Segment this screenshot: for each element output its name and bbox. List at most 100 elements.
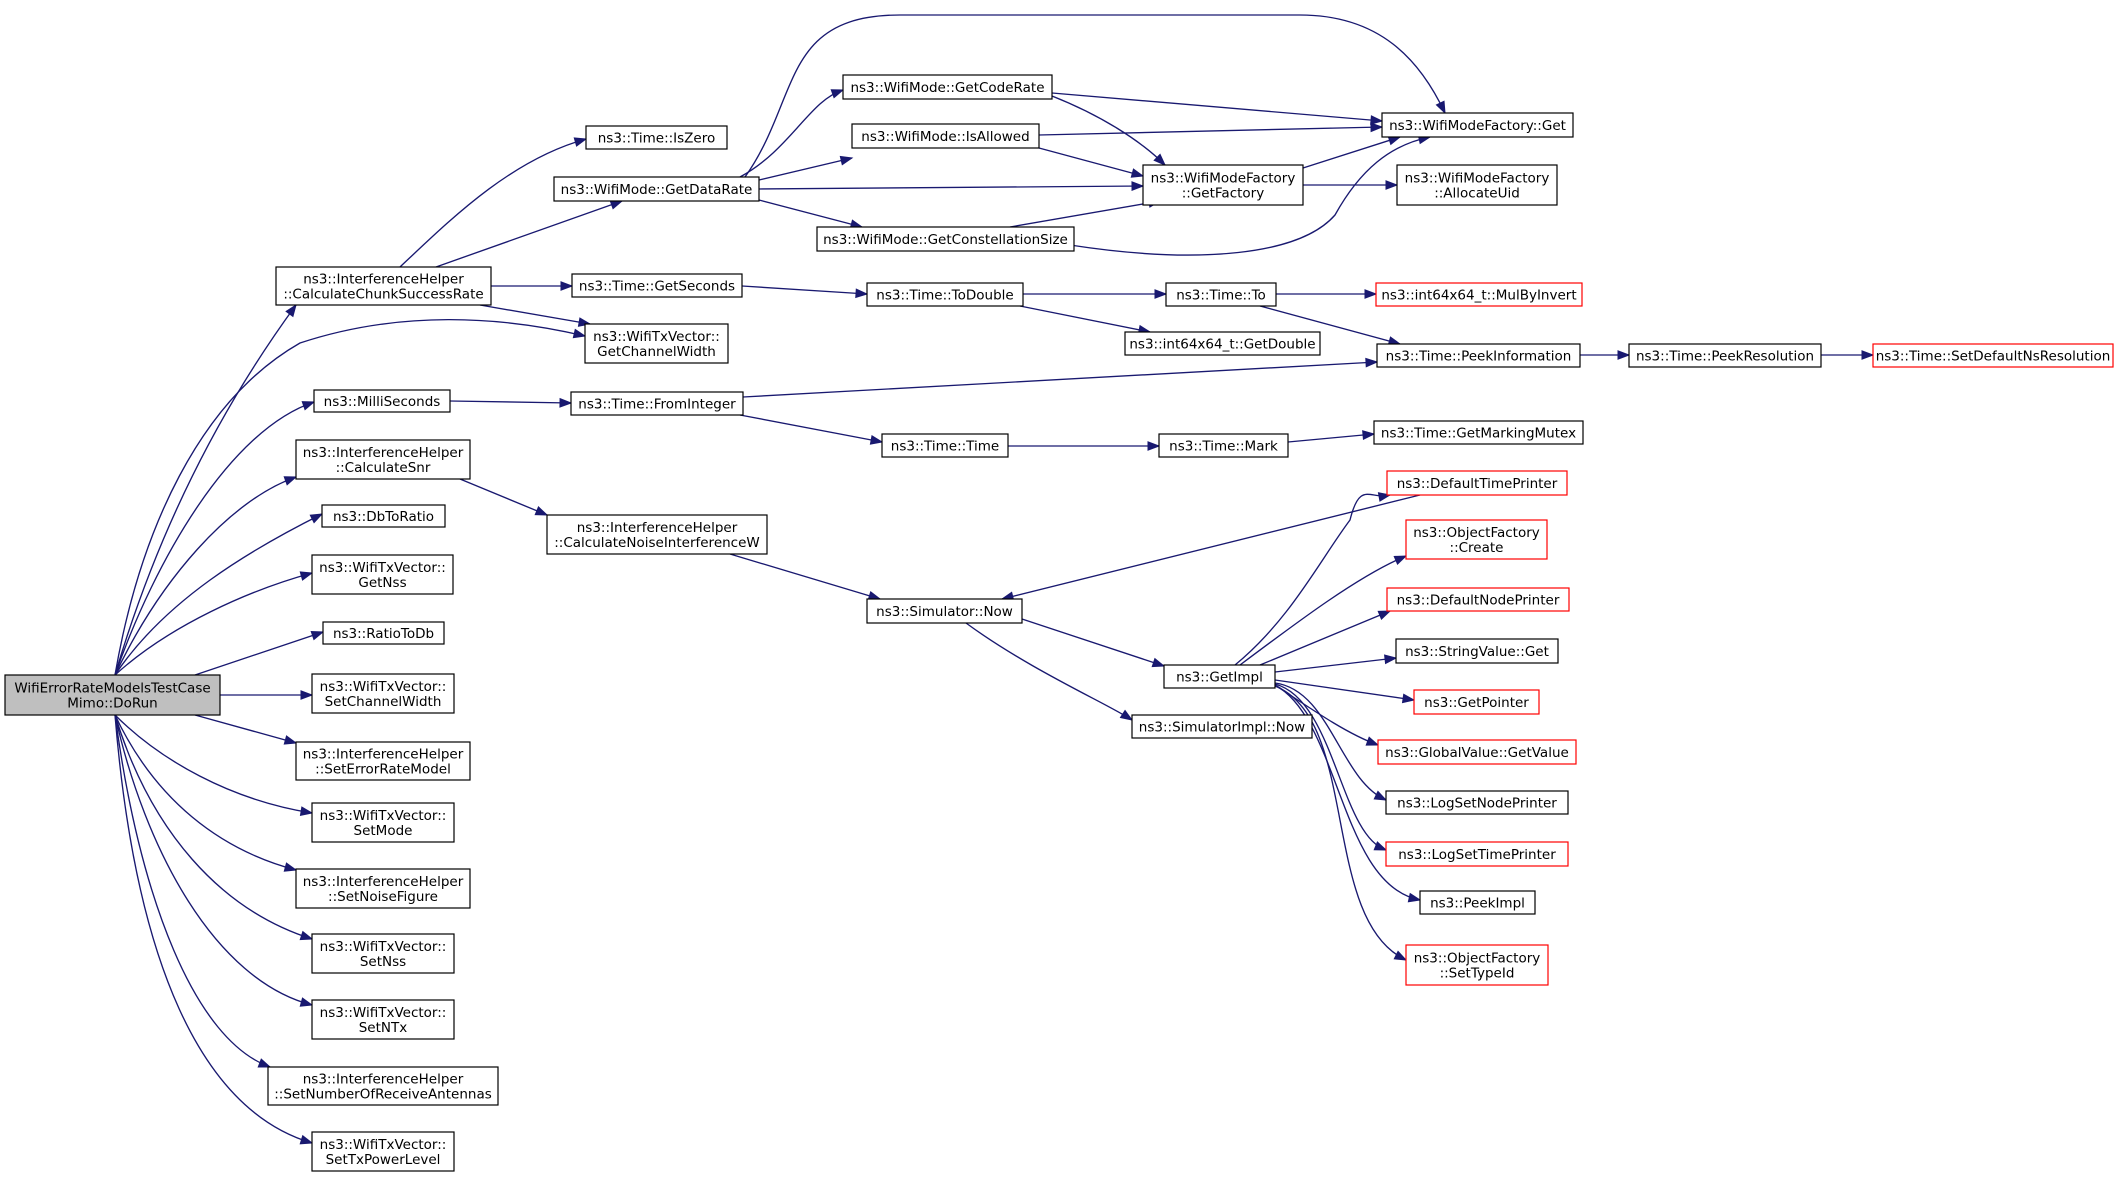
edge-line (114, 714, 271, 1068)
function-node-getNss[interactable]: ns3::WifiTxVector::GetNss (311, 554, 454, 595)
function-node-setDefNsRes[interactable]: ns3::Time::SetDefaultNsResolution (1872, 343, 2114, 368)
node-label: ns3::WifiTxVector:: (593, 329, 720, 345)
node-label: ns3::int64x64_t::MulByInvert (1381, 288, 1576, 304)
node-label: SetNTx (359, 1020, 408, 1036)
call-edge-fromInteger-to-timeTime (739, 414, 884, 445)
function-node-ofSetTypeId[interactable]: ns3::ObjectFactory::SetTypeId (1405, 944, 1549, 986)
node-box (585, 125, 728, 150)
function-node-getMarkingMutex[interactable]: ns3::Time::GetMarkingMutex (1373, 420, 1584, 445)
function-node-defTimePrinter[interactable]: ns3::DefaultTimePrinter (1386, 470, 1568, 496)
function-node-getConstSize[interactable]: ns3::WifiMode::GetConstellationSize (816, 226, 1075, 252)
function-node-getSeconds[interactable]: ns3::Time::GetSeconds (571, 273, 743, 298)
function-node-setNumRx[interactable]: ns3::InterferenceHelper::SetNumberOfRece… (267, 1066, 499, 1106)
node-box (1381, 112, 1574, 138)
function-node-timeMark[interactable]: ns3::Time::Mark (1158, 433, 1289, 458)
function-node-mulByInvert[interactable]: ns3::int64x64_t::MulByInvert (1375, 282, 1583, 307)
function-node-simNow[interactable]: ns3::Simulator::Now (866, 598, 1023, 624)
function-node-fromInteger[interactable]: ns3::Time::FromInteger (570, 391, 744, 416)
function-node-defNodePrinter[interactable]: ns3::DefaultNodePrinter (1386, 587, 1570, 612)
arrowhead (1365, 736, 1380, 746)
call-edge-calcChunk-to-getDataRate (435, 200, 624, 268)
node-box (311, 1131, 455, 1172)
function-node-calcSnr[interactable]: ns3::InterferenceHelper::CalculateSnr (295, 439, 471, 480)
edge-layer (114, 14, 1875, 1145)
function-node-setNTx[interactable]: ns3::WifiTxVector::SetNTx (311, 999, 455, 1040)
function-node-isZero[interactable]: ns3::Time::IsZero (585, 125, 728, 150)
function-node-calcNoise[interactable]: ns3::InterferenceHelper::CalculateNoiseI… (546, 514, 768, 555)
function-node-ofCreate[interactable]: ns3::ObjectFactory::Create (1405, 519, 1548, 560)
node-box (1142, 164, 1304, 206)
edge-line (1302, 136, 1401, 169)
call-edge-defTimePrinter-to-simNow (1000, 494, 1421, 602)
node-label: ns3::Time::SetDefaultNsResolution (1876, 349, 2111, 365)
function-node-getDataRate[interactable]: ns3::WifiMode::GetDataRate (553, 176, 760, 202)
function-node-milliSeconds[interactable]: ns3::MilliSeconds (313, 389, 451, 413)
arrowhead (1131, 181, 1145, 192)
function-node-setNoiseFigure[interactable]: ns3::InterferenceHelper::SetNoiseFigure (295, 868, 471, 909)
function-node-setChannelWidth[interactable]: ns3::WifiTxVector::SetChannelWidth (311, 673, 455, 714)
call-edge-simNow-to-simImplNow (965, 622, 1134, 721)
function-node-ratioToDb[interactable]: ns3::RatioToDb (322, 621, 445, 645)
arrowhead (1393, 555, 1408, 566)
function-node-peekRes[interactable]: ns3::Time::PeekResolution (1628, 343, 1822, 368)
node-box (1377, 739, 1577, 765)
function-node-getDouble[interactable]: ns3::int64x64_t::GetDouble (1124, 331, 1321, 356)
arrowhead (609, 200, 624, 210)
function-node-toDouble[interactable]: ns3::Time::ToDouble (866, 282, 1024, 307)
function-node-timeTo[interactable]: ns3::Time::To (1165, 282, 1277, 307)
function-node-dbToRatio[interactable]: ns3::DbToRatio (321, 504, 446, 528)
function-node-timeTime[interactable]: ns3::Time::Time (881, 433, 1009, 458)
function-node-getCodeRate[interactable]: ns3::WifiMode::GetCodeRate (842, 74, 1053, 100)
edge-line (1259, 305, 1401, 345)
node-label: GetNss (358, 575, 406, 591)
node-label: ns3::LogSetNodePrinter (1397, 796, 1557, 812)
function-node-logSetTime[interactable]: ns3::LogSetTimePrinter (1385, 841, 1569, 867)
edge-line (1287, 433, 1375, 443)
function-node-simImplNow[interactable]: ns3::SimulatorImpl::Now (1131, 714, 1313, 739)
function-node-peekImpl[interactable]: ns3::PeekImpl (1419, 890, 1536, 915)
function-node-getChannelWidth[interactable]: ns3::WifiTxVector::GetChannelWidth (584, 323, 729, 364)
node-box (1131, 714, 1313, 739)
function-node-setTxPowerLevel[interactable]: ns3::WifiTxVector::SetTxPowerLevel (311, 1131, 455, 1172)
edge-line (114, 304, 297, 676)
node-label: ns3::WifiTxVector:: (320, 939, 447, 955)
function-node-logSetNode[interactable]: ns3::LogSetNodePrinter (1385, 790, 1569, 815)
call-edge-getDataRate-to-getCodeRate (739, 89, 845, 178)
edge-line (739, 414, 883, 443)
arrowhead (299, 571, 314, 581)
function-node-getImpl[interactable]: ns3::GetImpl (1163, 664, 1276, 689)
function-node-getPointer[interactable]: ns3::GetPointer (1413, 689, 1540, 715)
function-node-setMode[interactable]: ns3::WifiTxVector::SetMode (311, 802, 455, 843)
function-node-setNss[interactable]: ns3::WifiTxVector::SetNss (311, 933, 455, 974)
function-node-setErrorRateModel[interactable]: ns3::InterferenceHelper::SetErrorRateMod… (295, 741, 471, 781)
function-node-stringValueGet[interactable]: ns3::StringValue::Get (1395, 638, 1559, 664)
call-edge-isAllowed-to-wmfGet (1038, 122, 1384, 136)
arrowhead (1373, 790, 1388, 801)
node-box (1396, 164, 1558, 206)
arrowhead (560, 281, 574, 291)
node-label: ns3::Time::IsZero (598, 131, 716, 147)
node-label: ns3::MilliSeconds (324, 394, 441, 410)
function-node-isAllowed[interactable]: ns3::WifiMode::IsAllowed (851, 123, 1040, 149)
node-label: GetChannelWidth (597, 344, 716, 360)
arrowhead (1384, 654, 1398, 665)
arrowhead (309, 513, 324, 524)
function-node-getFactory[interactable]: ns3::WifiModeFactory::GetFactory (1142, 164, 1304, 206)
function-node-gvGetValue[interactable]: ns3::GlobalValue::GetValue (1377, 739, 1577, 765)
node-label: ns3::PeekImpl (1430, 896, 1525, 912)
edge-line (742, 361, 1378, 398)
node-box (881, 433, 1009, 458)
call-edge-root-to-calcSnr (114, 476, 298, 676)
node-label: ns3::WifiTxVector:: (320, 1137, 447, 1153)
function-node-peekInfo[interactable]: ns3::Time::PeekInformation (1376, 343, 1581, 368)
function-node-calcChunk[interactable]: ns3::InterferenceHelper::CalculateChunkS… (275, 266, 492, 306)
edge-line (744, 14, 1446, 178)
arrowhead (283, 862, 298, 872)
function-node-wmfGet[interactable]: ns3::WifiModeFactory::Get (1381, 112, 1574, 138)
function-node-allocateUid[interactable]: ns3::WifiModeFactory::AllocateUid (1396, 164, 1558, 206)
arrowhead (1370, 115, 1384, 125)
node-label: SetTxPowerLevel (326, 1152, 441, 1168)
arrowhead (1147, 441, 1161, 451)
node-box (866, 598, 1023, 624)
node-label: ns3::WifiModeFactory (1151, 171, 1296, 187)
